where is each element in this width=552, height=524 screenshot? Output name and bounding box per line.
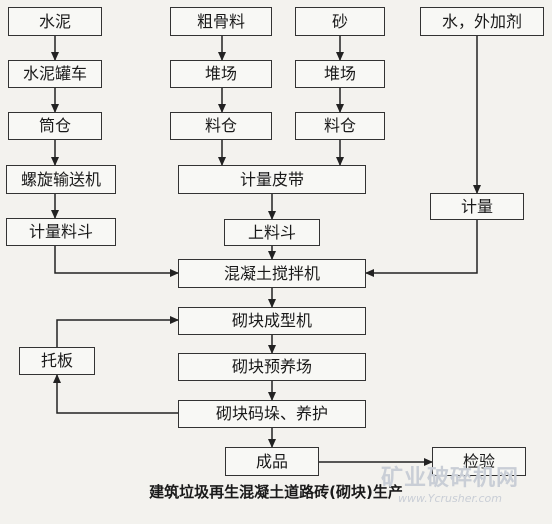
arrow-pallet-to-block-machine [56, 316, 179, 347]
node-block-machine: 砌块成型机 [178, 307, 366, 335]
node-cement-tanker: 水泥罐车 [8, 60, 102, 88]
node-precure-yard: 砌块预养场 [178, 353, 366, 381]
node-sand: 砂 [295, 7, 385, 36]
node-sand-yard: 堆场 [295, 60, 385, 88]
node-silo: 筒仓 [8, 112, 102, 140]
node-finished: 成品 [225, 447, 319, 476]
node-mixer: 混凝土搅拌机 [178, 259, 366, 288]
node-coarse-aggregate: 粗骨料 [170, 7, 272, 36]
node-screw-conveyor: 螺旋输送机 [6, 165, 116, 194]
watermark-text: 矿业破碎机网 [380, 466, 519, 491]
node-sand-bin: 料仓 [295, 112, 385, 140]
node-coarse-yard: 堆场 [170, 60, 272, 88]
node-feed-hopper: 上料斗 [224, 219, 320, 246]
node-weighing: 计量 [430, 193, 524, 220]
arrow-stack-to-pallet [53, 374, 178, 414]
arrow-hopper-to-mixer [54, 246, 179, 277]
arrow-weighing-to-mixer [365, 220, 478, 277]
diagram-caption: 建筑垃圾再生混凝土道路砖(砌块)生产 [149, 483, 403, 501]
node-water-admixture: 水，外加剂 [420, 7, 544, 36]
node-inspection: 检验 [432, 447, 526, 476]
node-stack-cure: 砌块码垛、养护 [178, 400, 366, 428]
node-pallet: 托板 [19, 347, 95, 375]
node-coarse-bin: 料仓 [170, 112, 272, 140]
watermark: 矿业破碎机网 www.Ycrusher.com [355, 460, 545, 505]
node-weigh-belt: 计量皮带 [178, 165, 366, 194]
node-cement: 水泥 [8, 7, 102, 36]
watermark-url: www.Ycrusher.com [397, 492, 503, 505]
node-weigh-hopper: 计量料斗 [6, 218, 116, 246]
